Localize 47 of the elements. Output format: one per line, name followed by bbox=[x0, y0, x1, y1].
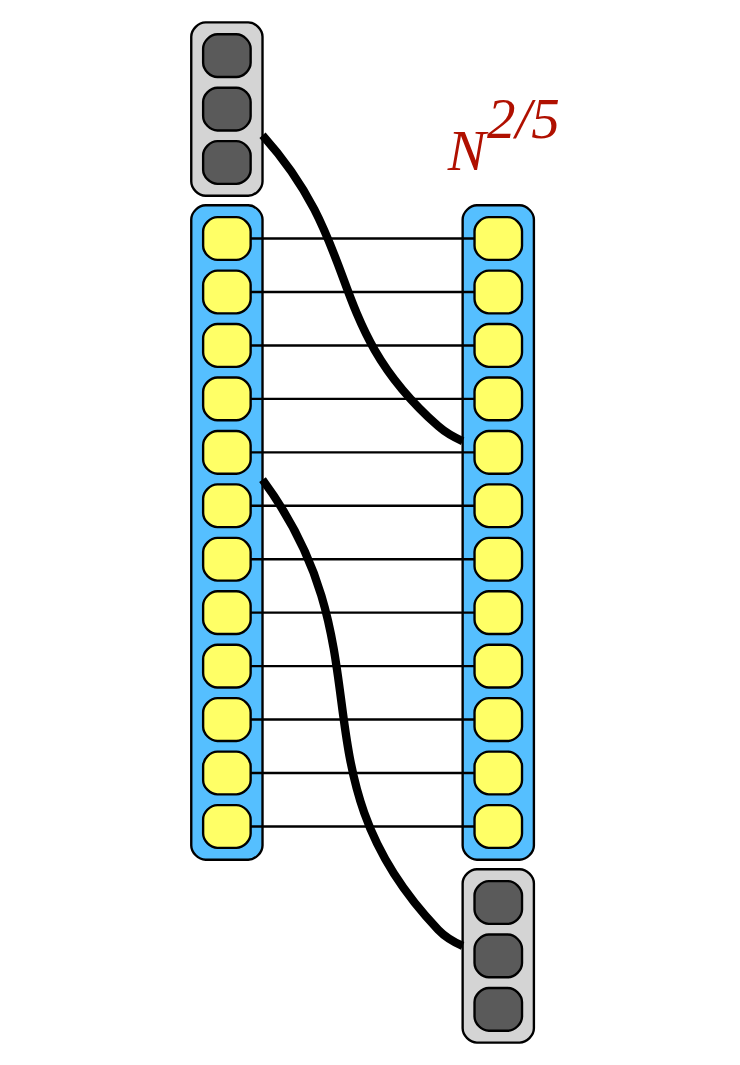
connector bbox=[251, 664, 475, 668]
cluster bbox=[461, 204, 536, 861]
node-box bbox=[473, 750, 524, 796]
node-box bbox=[473, 483, 524, 529]
connector bbox=[251, 344, 475, 347]
connector bbox=[251, 718, 475, 721]
connector bbox=[251, 558, 475, 561]
node-box bbox=[473, 269, 524, 315]
connector bbox=[251, 397, 475, 401]
node-box bbox=[201, 590, 252, 636]
node-box bbox=[201, 139, 252, 186]
node-box bbox=[473, 376, 524, 422]
node-box bbox=[201, 483, 252, 529]
node-box bbox=[201, 536, 252, 582]
connector bbox=[259, 132, 465, 445]
node-box bbox=[473, 643, 524, 689]
node-box bbox=[473, 879, 524, 926]
node-box bbox=[473, 429, 524, 475]
connector bbox=[251, 611, 475, 614]
node-box bbox=[201, 216, 252, 262]
node-box bbox=[473, 216, 524, 262]
node-box bbox=[473, 986, 524, 1032]
node-box bbox=[473, 536, 524, 582]
cluster bbox=[190, 21, 264, 197]
node-box bbox=[201, 750, 252, 796]
cluster bbox=[461, 868, 536, 1044]
node-box bbox=[201, 697, 252, 743]
connector bbox=[251, 290, 475, 294]
node-box bbox=[201, 803, 252, 850]
node-box bbox=[201, 86, 252, 132]
node-box bbox=[201, 643, 252, 689]
node-box bbox=[473, 590, 524, 636]
connector bbox=[251, 237, 475, 240]
node-box bbox=[201, 269, 252, 315]
node-box bbox=[201, 376, 252, 422]
node-box bbox=[201, 33, 252, 79]
node-box bbox=[473, 322, 524, 368]
connector bbox=[251, 825, 475, 828]
node-box bbox=[201, 429, 252, 475]
connector bbox=[251, 771, 475, 775]
node-box bbox=[473, 803, 524, 850]
node-box bbox=[473, 697, 524, 743]
cluster bbox=[190, 204, 264, 861]
connector bbox=[251, 504, 475, 507]
node-box bbox=[473, 933, 524, 979]
connector bbox=[251, 451, 475, 454]
node-box bbox=[201, 322, 252, 368]
